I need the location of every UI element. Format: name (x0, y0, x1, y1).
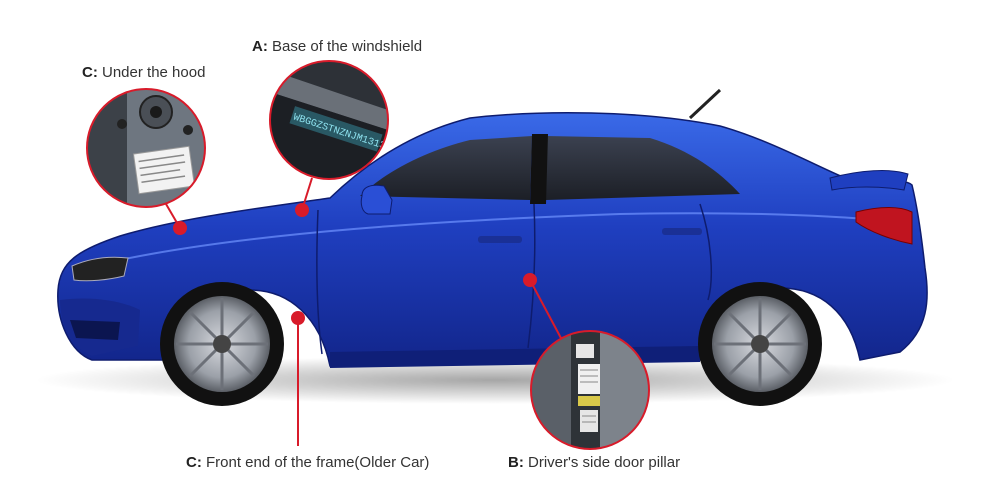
body-crease (109, 212, 901, 263)
label-windshield-text: Base of the windshield (272, 38, 423, 55)
rear-window (546, 136, 740, 200)
taillight (855, 207, 913, 245)
hood-closeup (86, 88, 206, 208)
front-window (360, 136, 532, 200)
label-windshield: A: Base of the windshield (252, 38, 422, 55)
label-hood-key: C: (82, 64, 98, 81)
label-pillar: B: Driver's side door pillar (508, 454, 680, 471)
antenna (688, 88, 722, 120)
label-hood: C: Under the hood (82, 64, 205, 81)
front-door-handle (478, 236, 522, 243)
label-windshield-key: A: (252, 38, 268, 55)
label-hood-text: Under the hood (102, 64, 206, 81)
rear-door-handle (662, 228, 702, 235)
fog-vent (70, 320, 120, 340)
rear-wheel (698, 282, 822, 406)
headlight (71, 256, 129, 282)
label-pillar-key: B: (508, 454, 524, 471)
label-pillar-text: Driver's side door pillar (528, 454, 681, 471)
label-frame: C: Front end of the frame(Older Car) (186, 454, 429, 471)
callout-dot-windshield (295, 203, 309, 217)
callout-dot-pillar (523, 273, 537, 287)
callout-dot-frame (291, 311, 305, 325)
window-pillar (530, 134, 548, 204)
door-line (316, 209, 323, 355)
rear-spoiler (829, 170, 909, 191)
windshield-closeup: WBGGZSTNZNJM13136 (269, 60, 389, 180)
door-line (699, 203, 712, 301)
side-mirror (360, 184, 393, 215)
front-wheel (160, 282, 284, 406)
label-frame-text: Front end of the frame(Older Car) (206, 454, 430, 471)
callout-dot-hood (173, 221, 187, 235)
door-pillar-closeup (530, 330, 650, 450)
label-frame-key: C: (186, 454, 202, 471)
callout-line-pillar (529, 279, 563, 341)
